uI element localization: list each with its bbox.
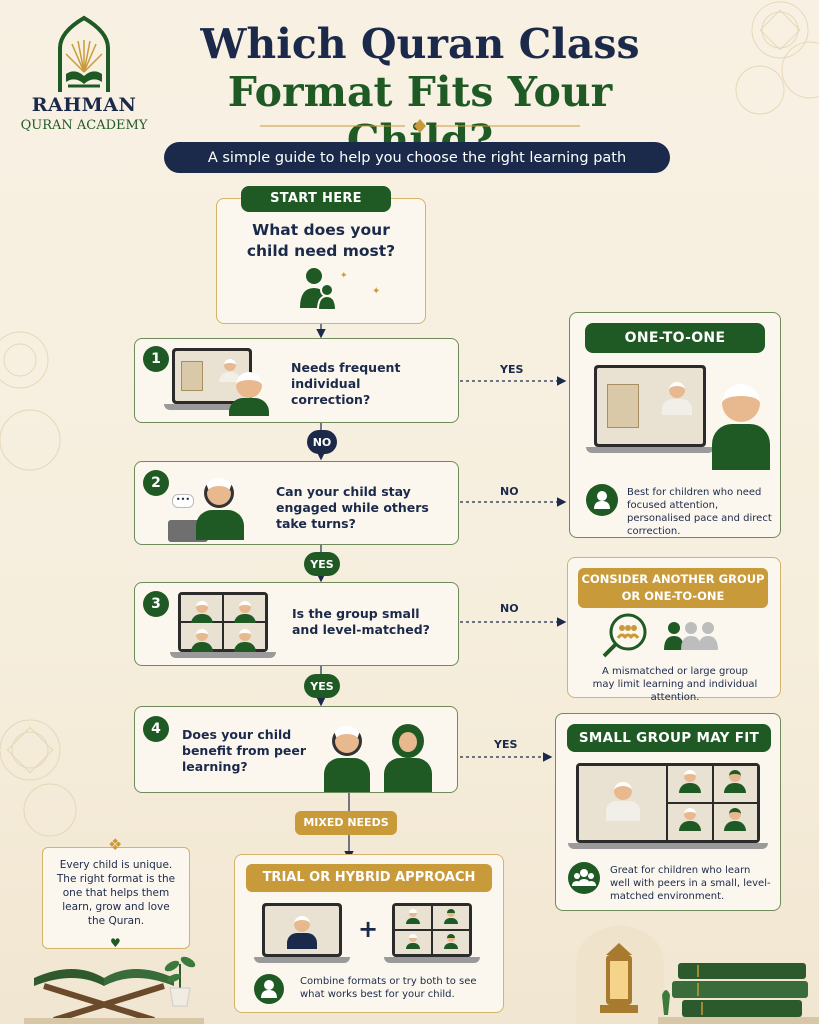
step-4-question: Does your child benefit from peer learni… xyxy=(182,727,307,774)
plus-sign: + xyxy=(358,915,379,943)
consider-title: CONSIDER ANOTHER GROUP OR ONE-TO-ONE xyxy=(578,568,768,608)
start-question: What does your child need most? xyxy=(246,221,396,260)
start-badge: START HERE xyxy=(241,186,391,212)
one-to-one-user-icon xyxy=(586,484,618,516)
one-to-one-title: ONE-TO-ONE xyxy=(585,323,765,353)
one-to-one-student xyxy=(712,384,772,470)
sparkle-icon: ✦ xyxy=(372,286,381,297)
trial-title: TRIAL OR HYBRID APPROACH xyxy=(246,864,492,892)
step-4-yes-label: YES xyxy=(494,738,518,751)
step-2-no-label: NO xyxy=(500,485,519,498)
plant-pot-illustration xyxy=(164,956,196,1007)
page-title-line1: Which Quran Class xyxy=(200,20,640,68)
step-3-yes-pill: YES xyxy=(304,674,340,698)
book-stack-illustration xyxy=(658,963,819,1024)
subtitle-banner: A simple guide to help you choose the ri… xyxy=(164,142,670,173)
quran-stand-illustration xyxy=(24,969,204,1024)
small-group-description: Great for children who learn well with p… xyxy=(610,865,771,902)
corner-pattern-left xyxy=(0,331,61,471)
step-1-student xyxy=(229,372,269,416)
step-2-question: Can your child stay engaged while others… xyxy=(276,484,429,531)
step-4-children-illustration xyxy=(322,720,442,792)
step-3-number: 3 xyxy=(143,591,169,617)
step-1-no-pill: NO xyxy=(307,430,337,454)
svg-text:✦: ✦ xyxy=(340,271,348,281)
step-2-number: 2 xyxy=(143,470,169,496)
corner-pattern-top-right xyxy=(735,1,819,115)
step-2-child-illustration: ••• xyxy=(168,472,253,542)
one-to-one-description: Best for children who need focused atten… xyxy=(627,487,772,537)
step-1-question: Needs frequent individual correction? xyxy=(291,360,401,407)
brand-name: RAHMAN xyxy=(31,94,137,116)
note-ornament-icon: ❖ xyxy=(108,835,123,854)
step-4-number: 4 xyxy=(143,716,169,742)
magnifier-group-icon xyxy=(602,613,718,658)
step-1-yes-label: YES xyxy=(500,363,524,376)
trial-user-icon xyxy=(254,974,284,1004)
note-text: Every child is unique. The right format … xyxy=(56,859,176,927)
trial-one-to-one-laptop xyxy=(254,903,350,963)
note-card xyxy=(42,847,190,949)
logo-mihrab-icon xyxy=(58,15,110,92)
trial-group-laptop xyxy=(384,903,480,963)
small-group-icon xyxy=(568,862,600,894)
arch-lantern-illustration xyxy=(576,925,664,1024)
corner-pattern-bottom-left xyxy=(0,719,77,837)
small-group-laptop xyxy=(568,763,768,849)
trial-description: Combine formats or try both to see what … xyxy=(300,976,477,1000)
brand-subname: QURAN ACADEMY xyxy=(20,118,148,133)
small-group-title: SMALL GROUP MAY FIT xyxy=(567,724,771,752)
heart-icon: ♥ xyxy=(110,936,121,950)
step-1-number: 1 xyxy=(143,346,169,372)
step-3-no-label: NO xyxy=(500,602,519,615)
one-to-one-laptop xyxy=(586,365,714,453)
step-3-question: Is the group small and level-matched? xyxy=(292,606,430,637)
academy-logo: RAHMAN QURAN ACADEMY xyxy=(20,14,148,134)
step-3-laptop-grid xyxy=(170,592,276,658)
consider-description: A mismatched or large group may limit le… xyxy=(592,666,758,703)
step-2-yes-pill: YES xyxy=(304,552,340,576)
title-divider xyxy=(260,119,580,133)
parent-child-icon: ✦ xyxy=(300,268,348,311)
mixed-needs-badge: MIXED NEEDS xyxy=(295,811,397,835)
